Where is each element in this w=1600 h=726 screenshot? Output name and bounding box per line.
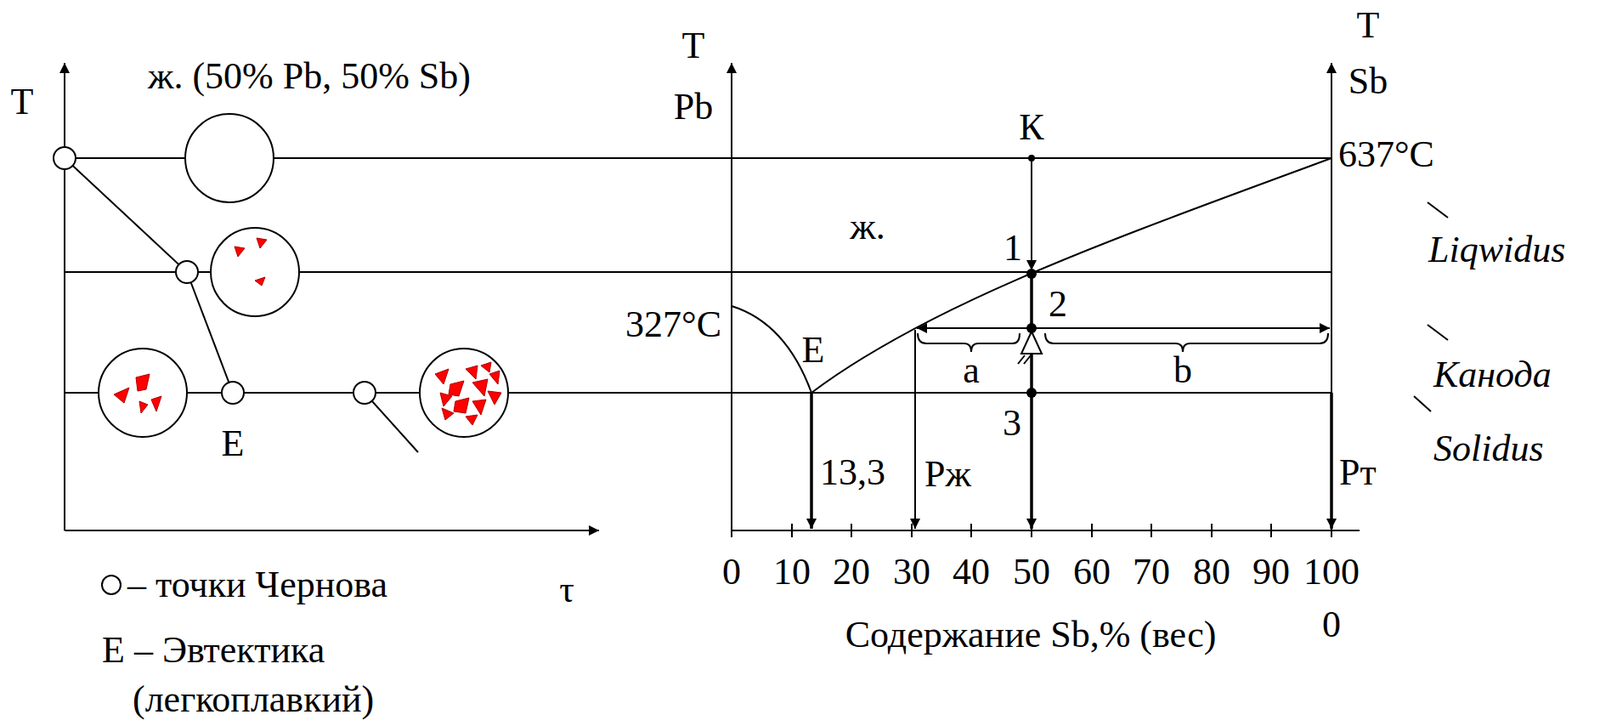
solid-composition-arrow <box>1329 392 1334 529</box>
crystal <box>465 414 478 425</box>
composition-label: 13,3 <box>819 453 886 492</box>
crystal <box>440 392 453 407</box>
chernov-point <box>53 146 76 170</box>
legend-note: E – Эвтектика (легкоплавкий) <box>101 625 456 724</box>
fulcrum-hatch <box>1017 355 1031 364</box>
tick-number: 10 <box>773 553 811 591</box>
crystal <box>480 361 492 373</box>
element-label: Pb <box>673 88 713 126</box>
structure-circle <box>419 348 509 437</box>
pb-liquidus-curve <box>731 305 812 393</box>
crystal <box>435 368 449 385</box>
fulcrum-symbol <box>1021 331 1042 354</box>
composition-axis <box>731 529 1360 532</box>
crystals <box>113 237 502 425</box>
structure-circle <box>98 348 187 437</box>
temperature-label: 637°C <box>1338 135 1435 174</box>
sb-temperature-axis <box>1330 62 1333 531</box>
crystal <box>139 401 148 413</box>
point-dot <box>1026 387 1037 398</box>
eutectic-arrow <box>809 392 814 529</box>
legend-text: – точки Чернова <box>127 565 388 604</box>
axis-label: T <box>11 83 34 121</box>
segment-label: a <box>962 351 980 390</box>
time-axis <box>64 529 600 532</box>
temperature-label: 327°C <box>625 305 722 344</box>
point-label: 2 <box>1048 285 1068 323</box>
crystal <box>234 246 245 257</box>
sb-liquidus-curve <box>811 158 1332 393</box>
brace <box>917 333 1020 352</box>
tick-number: 30 <box>893 553 931 591</box>
crystal <box>135 373 150 391</box>
chernov-point <box>221 381 244 404</box>
tick-number: 90 <box>1252 553 1290 591</box>
axis-title: Содержание Sb,% (вес) <box>845 616 1217 654</box>
axis-label: τ <box>559 571 575 609</box>
crystal <box>465 365 478 379</box>
axis-label: T <box>682 27 706 65</box>
tick-number: 100 <box>1303 553 1360 591</box>
legend-item: – точки Чернова <box>100 565 388 604</box>
tick-number: 50 <box>1012 553 1051 591</box>
cooling-curve <box>64 158 419 453</box>
crystal <box>151 395 162 412</box>
temperature-axis <box>63 62 66 531</box>
point-dot <box>1026 268 1037 279</box>
brace <box>1045 333 1329 352</box>
leader-line <box>1427 202 1448 218</box>
crystal <box>472 399 487 415</box>
tick-number: 20 <box>832 553 871 591</box>
tick-number: 0 <box>722 553 741 591</box>
line-name: Solidus <box>1433 429 1544 468</box>
crystal <box>448 380 464 396</box>
crystal <box>487 390 502 405</box>
tick-number: 0 <box>1322 605 1341 644</box>
composition-label: Pт <box>1339 453 1377 492</box>
axis-label: T <box>1356 6 1380 45</box>
point-dot <box>1028 154 1035 162</box>
leader-line <box>1413 395 1431 412</box>
chernov-point <box>353 381 376 404</box>
element-label: Sb <box>1348 62 1388 101</box>
point-label: E <box>221 424 245 463</box>
alloy-line <box>1030 158 1033 271</box>
alloy-line <box>1029 273 1034 529</box>
tick-number: 80 <box>1192 553 1231 591</box>
point-label: E <box>802 331 826 369</box>
crystal <box>441 407 454 420</box>
tick-number: 70 <box>1132 553 1171 591</box>
composition-label: Pж <box>924 455 972 493</box>
liquid-label: ж. (50% Pb, 50% Sb) <box>147 57 471 96</box>
region-label: ж. <box>849 208 885 246</box>
crystal <box>472 378 488 396</box>
point-label: 3 <box>1002 404 1022 442</box>
crystal <box>113 387 130 403</box>
line-name: Канода <box>1433 356 1552 394</box>
liquid-composition-arrow <box>914 329 916 529</box>
tick-number: 60 <box>1073 553 1111 591</box>
point-label: К <box>1018 108 1044 147</box>
crystal <box>254 277 266 286</box>
point-label: 1 <box>1003 229 1023 267</box>
structure-circle <box>210 227 300 317</box>
tick-number: 40 <box>952 553 990 591</box>
structure-circle <box>185 113 274 203</box>
line-name: Liqwidus <box>1428 231 1566 269</box>
conode-line <box>916 327 1330 329</box>
crystal <box>453 397 470 413</box>
pb-temperature-axis <box>730 62 733 531</box>
chernov-point-symbol <box>101 575 121 594</box>
segment-label: b <box>1173 351 1193 390</box>
leader-line <box>1427 324 1448 340</box>
legend-swatch <box>100 573 123 596</box>
crystal <box>489 370 500 385</box>
crystal <box>256 237 267 249</box>
chernov-point <box>175 260 198 283</box>
